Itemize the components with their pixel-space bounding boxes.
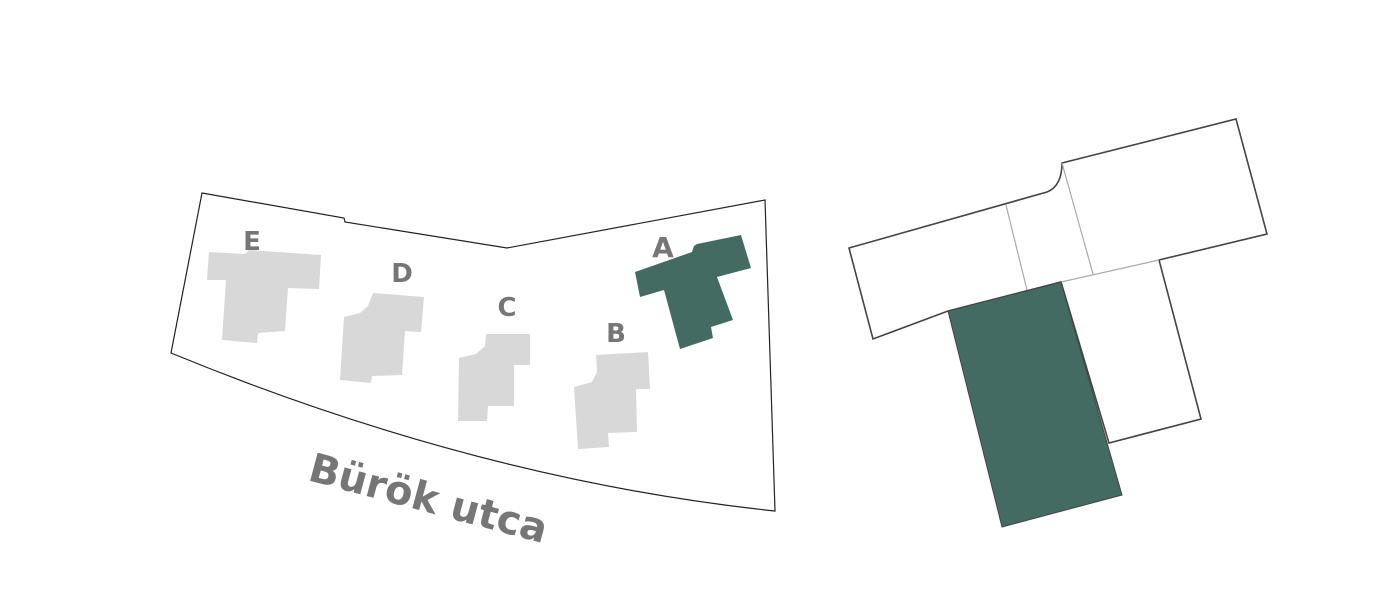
building-d[interactable] (340, 293, 424, 383)
building-label-e: E (243, 227, 261, 257)
building-b[interactable] (574, 352, 650, 449)
building-label-a: A (652, 231, 674, 264)
building-e[interactable] (207, 250, 321, 343)
building-label-c: C (497, 293, 516, 323)
wing-divider (1061, 162, 1094, 275)
selected-unit[interactable] (947, 281, 1123, 528)
floor-plan (848, 118, 1268, 528)
building-label-d: D (391, 259, 413, 289)
wing-divider (1005, 204, 1028, 291)
building-c[interactable] (458, 334, 530, 421)
site-boundary (170, 192, 776, 512)
building-a-selected[interactable] (635, 235, 751, 349)
wing-divider (1060, 259, 1160, 283)
building-label-b: B (606, 319, 626, 349)
